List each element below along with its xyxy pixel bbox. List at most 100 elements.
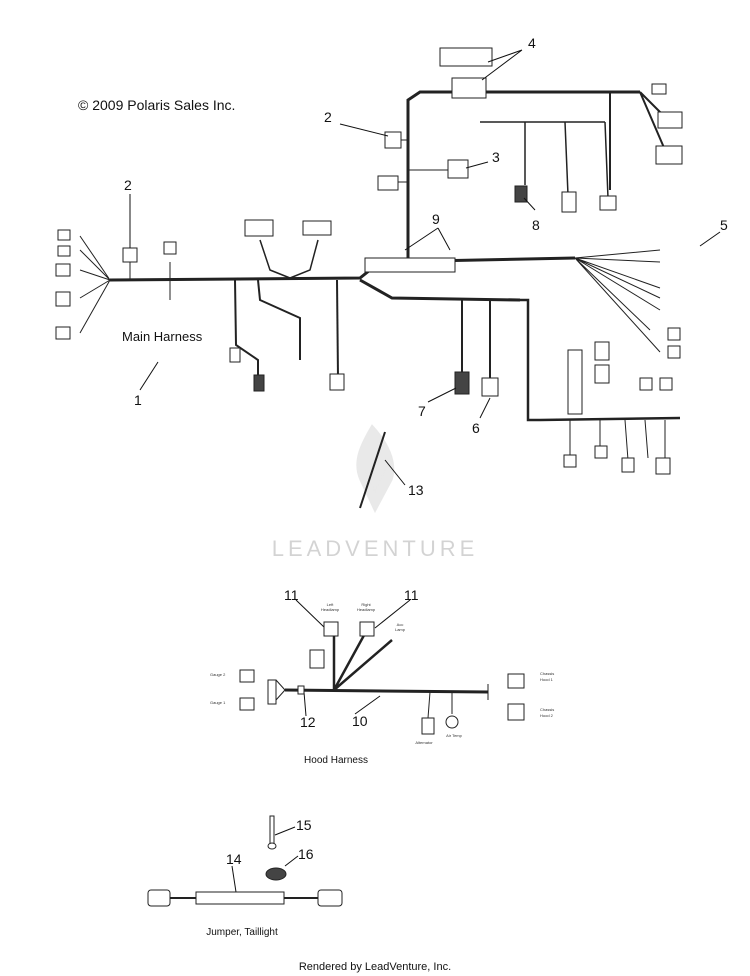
- callout-numbers: 4 2 3 2 5 9 8 1 7 6 13 11 11 12 10 15 16…: [124, 35, 728, 867]
- right-fanout-wires: [574, 249, 661, 353]
- callout-10: 10: [352, 713, 368, 729]
- hood-harness-label: Hood Harness: [304, 755, 368, 766]
- chassis-hood-2-connector: [507, 703, 525, 721]
- connector: [594, 364, 610, 384]
- jumper-taillight: [147, 815, 343, 907]
- fuse-box-lower: [451, 77, 487, 99]
- label-right-headlamp-2: Headlamp: [357, 607, 376, 612]
- label-gauge-2: Gauge 2: [210, 672, 226, 677]
- callout-2-upper: 2: [324, 109, 332, 125]
- vertical-trunk: [406, 90, 640, 258]
- fuse-box: [439, 47, 493, 67]
- jumper-left-connector: [147, 889, 171, 907]
- chassis-hood-1-connector: [507, 673, 525, 689]
- component-3-wires: [398, 169, 448, 183]
- connector: [377, 175, 399, 191]
- connector: [55, 263, 71, 277]
- connector: [309, 649, 325, 669]
- footer-text: Rendered by LeadVenture, Inc.: [299, 961, 451, 973]
- connector: [55, 326, 71, 340]
- callout-5: 5: [720, 217, 728, 233]
- lower-branch-a: [234, 279, 259, 380]
- callout-11-left: 11: [284, 587, 299, 603]
- main-harness: [55, 47, 683, 509]
- callout-12: 12: [300, 714, 316, 730]
- connector: [667, 327, 681, 341]
- connector: [655, 145, 683, 165]
- relay-left-wires: [129, 262, 171, 300]
- main-harness-branch-lower: [359, 278, 521, 302]
- label-chassis-hood-1b: Hood 1: [540, 677, 554, 682]
- jumper-sleeve: [195, 891, 285, 905]
- left-headlamp-connector: [323, 621, 339, 637]
- hood-upper-branches: [332, 627, 393, 691]
- callout-16: 16: [298, 846, 314, 862]
- connector: [57, 245, 71, 257]
- connector: [329, 373, 345, 391]
- watermark-text: LEADVENTURE: [272, 536, 479, 561]
- lower-branch-c: [336, 279, 339, 379]
- connector-block: [567, 349, 583, 415]
- lower-branch-b: [257, 279, 301, 360]
- gauge-bracket: [267, 679, 277, 705]
- callout-4: 4: [528, 35, 536, 51]
- lower-drop-wires: [569, 419, 666, 461]
- callout-8: 8: [532, 217, 540, 233]
- callout-7: 7: [418, 403, 426, 419]
- right-headlamp-connector: [359, 621, 375, 637]
- connector: [639, 377, 653, 391]
- label-right-headlamp-1: Right: [361, 602, 371, 607]
- copyright-text: © 2009 Polaris Sales Inc.: [78, 97, 235, 113]
- connector: [621, 457, 635, 473]
- relay-upper: [384, 131, 402, 149]
- connector: [667, 345, 681, 359]
- callout-14: 14: [226, 851, 242, 867]
- callout-3: 3: [492, 149, 500, 165]
- callout-11-right: 11: [404, 587, 419, 603]
- label-left-headlamp-2: Headlamp: [321, 607, 340, 612]
- callout-6: 6: [472, 420, 480, 436]
- connector: [563, 454, 577, 468]
- component-3: [447, 159, 469, 179]
- connector: [599, 195, 617, 211]
- label-chassis-hood-1a: Chassis: [540, 671, 554, 676]
- alternator-connector: [421, 717, 435, 735]
- watermark: LEADVENTURE: [272, 424, 479, 561]
- connector: [253, 374, 265, 392]
- main-harness-label: Main Harness: [122, 329, 203, 344]
- callout-15: 15: [296, 817, 312, 833]
- label-alternator: Alternator: [415, 740, 433, 745]
- label-acc-lamp-1: Acc: [397, 622, 404, 627]
- bolt-15: [269, 815, 275, 845]
- upper-right-wires: [609, 91, 669, 190]
- cable-tie-13: [359, 431, 386, 509]
- left-fanout-wires: [79, 235, 111, 334]
- label-left-headlamp-1: Left: [327, 602, 335, 607]
- connector: [57, 229, 71, 241]
- main-harness-trunk: [109, 256, 576, 282]
- label-chassis-hood-2b: Hood 2: [540, 713, 554, 718]
- grommet-sleeve: [364, 257, 456, 273]
- hood-harness: Left Headlamp Right Headlamp Acc Lamp Ga…: [210, 602, 554, 745]
- lower-right-trunk: [520, 298, 681, 422]
- connector: [163, 241, 177, 255]
- connector: [655, 457, 671, 475]
- callout-1: 1: [134, 392, 142, 408]
- connector: [55, 291, 71, 307]
- gauge-1-connector: [239, 697, 255, 711]
- connector: [594, 341, 610, 361]
- connector: [659, 377, 673, 391]
- callout-2-left: 2: [124, 177, 132, 193]
- callout-9: 9: [432, 211, 440, 227]
- left-connectors: [55, 229, 71, 340]
- grommet-12: [297, 685, 305, 695]
- connector: [229, 347, 241, 363]
- air-temp-connector: [445, 715, 459, 729]
- bolt-15-head: [267, 842, 277, 850]
- bulb-socket-16: [265, 867, 287, 881]
- connector: [594, 445, 608, 459]
- connector: [657, 111, 683, 129]
- component-6: [481, 377, 499, 397]
